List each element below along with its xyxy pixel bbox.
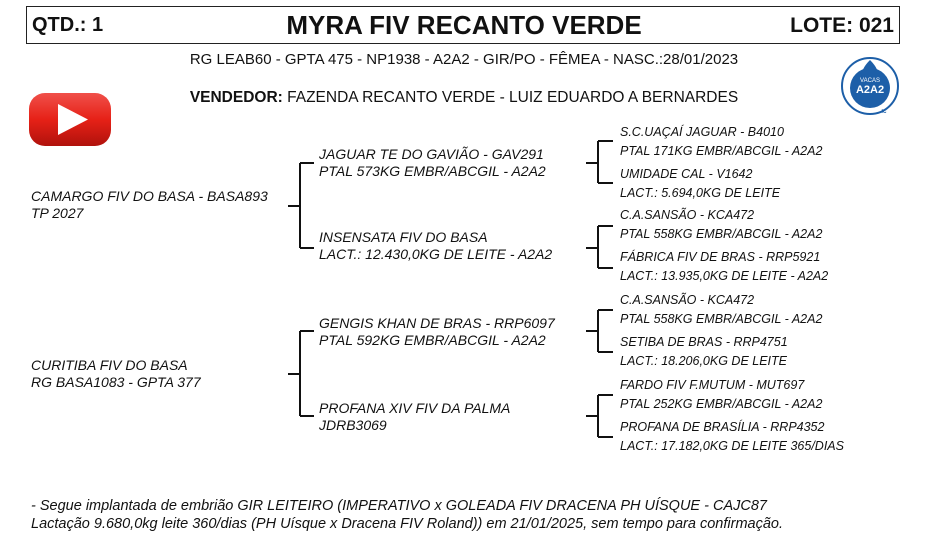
dd-dam-entry: PROFANA DE BRASÍLIA - RRP4352 LACT.: 17.…: [620, 418, 844, 456]
embryo-note: - Segue implantada de embrião GIR LEITEI…: [31, 497, 783, 533]
dam-sire-info: PTAL 592KG EMBR/ABCGIL - A2A2: [319, 332, 546, 348]
badge-top-text: VACAS: [860, 78, 880, 84]
sire-sire-name: JAGUAR TE DO GAVIÃO - GAV291: [319, 146, 544, 162]
dam-sire-name: GENGIS KHAN DE BRAS - RRP6097: [319, 315, 555, 331]
dam-entry: CURITIBA FIV DO BASA RG BASA1083 - GPTA …: [31, 357, 201, 391]
dam-name: CURITIBA FIV DO BASA: [31, 357, 188, 373]
ss-sire-entry: S.C.UAÇAÍ JAGUAR - B4010 PTAL 171KG EMBR…: [620, 123, 822, 161]
embryo-note-line-1: - Segue implantada de embrião GIR LEITEI…: [31, 498, 767, 514]
dam-dam-entry: PROFANA XIV FIV DA PALMA JDRB3069: [319, 400, 510, 434]
seller-label: VENDEDOR:: [189, 89, 283, 106]
header-frame: [26, 6, 900, 44]
dd-sire-entry: FARDO FIV F.MUTUM - MUT697 PTAL 252KG EM…: [620, 376, 822, 414]
dam-info: RG BASA1083 - GPTA 377: [31, 374, 201, 390]
ss-sire-name: S.C.UAÇAÍ JAGUAR - B4010: [620, 125, 784, 139]
sire-dam-entry: INSENSATA FIV DO BASA LACT.: 12.430,0KG …: [319, 229, 552, 263]
ss-dam-entry: UMIDADE CAL - V1642 LACT.: 5.694,0KG DE …: [620, 165, 780, 203]
sd-dam-name: FÁBRICA FIV DE BRAS - RRP5921: [620, 250, 821, 264]
ds-dam-name: SETIBA DE BRAS - RRP4751: [620, 335, 788, 349]
sd-sire-info: PTAL 558KG EMBR/ABCGIL - A2A2: [620, 227, 823, 241]
sire-dam-name: INSENSATA FIV DO BASA: [319, 229, 488, 245]
dam-dam-name: PROFANA XIV FIV DA PALMA: [319, 400, 511, 416]
sd-dam-entry: FÁBRICA FIV DE BRAS - RRP5921 LACT.: 13.…: [620, 248, 828, 286]
embryo-note-line-2: Lactação 9.680,0kg leite 360/dias (PH Uí…: [31, 516, 783, 532]
badge-main-text: A2A2: [856, 84, 884, 96]
dd-dam-info: LACT.: 17.182,0KG DE LEITE 365/DIAS: [620, 439, 844, 453]
vacas-a2a2-badge-icon: VACAS A2A2 IC: [840, 56, 900, 116]
animal-title: MYRA FIV RECANTO VERDE: [286, 10, 642, 40]
quantity-label: QTD.: 1: [32, 14, 104, 36]
dam-dam-info: JDRB3069: [319, 417, 387, 433]
ss-dam-info: LACT.: 5.694,0KG DE LEITE: [620, 186, 781, 200]
dam-sire-entry: GENGIS KHAN DE BRAS - RRP6097 PTAL 592KG…: [319, 315, 555, 349]
ss-sire-info: PTAL 171KG EMBR/ABCGIL - A2A2: [620, 144, 823, 158]
sd-sire-entry: C.A.SANSÃO - KCA472 PTAL 558KG EMBR/ABCG…: [620, 206, 822, 244]
sire-dam-info: LACT.: 12.430,0KG DE LEITE - A2A2: [319, 246, 553, 262]
sire-name: CAMARGO FIV DO BASA - BASA893: [31, 188, 268, 204]
ds-dam-entry: SETIBA DE BRAS - RRP4751 LACT.: 18.206,0…: [620, 333, 788, 371]
sd-dam-info: LACT.: 13.935,0KG DE LEITE - A2A2: [620, 269, 829, 283]
dd-dam-name: PROFANA DE BRASÍLIA - RRP4352: [620, 420, 825, 434]
seller-line: VENDEDOR: FAZENDA RECANTO VERDE - LUIZ E…: [0, 89, 928, 107]
sire-entry: CAMARGO FIV DO BASA - BASA893 TP 2027: [31, 188, 268, 222]
sire-sire-info: PTAL 573KG EMBR/ABCGIL - A2A2: [319, 163, 546, 179]
seller-value: FAZENDA RECANTO VERDE - LUIZ EDUARDO A B…: [282, 89, 739, 106]
ds-dam-info: LACT.: 18.206,0KG DE LEITE: [620, 354, 787, 368]
lot-number: LOTE: 021: [790, 14, 894, 37]
badge-foot-text: IC: [882, 109, 887, 115]
sire-sire-entry: JAGUAR TE DO GAVIÃO - GAV291 PTAL 573KG …: [319, 146, 546, 180]
registration-line: RG LEAB60 - GPTA 475 - NP1938 - A2A2 - G…: [189, 51, 739, 68]
youtube-play-icon[interactable]: [28, 92, 112, 147]
ds-sire-info: PTAL 558KG EMBR/ABCGIL - A2A2: [620, 312, 823, 326]
sire-info: TP 2027: [31, 205, 84, 221]
ds-sire-name: C.A.SANSÃO - KCA472: [620, 293, 755, 307]
ss-dam-name: UMIDADE CAL - V1642: [620, 167, 753, 181]
dd-sire-info: PTAL 252KG EMBR/ABCGIL - A2A2: [620, 397, 823, 411]
dd-sire-name: FARDO FIV F.MUTUM - MUT697: [620, 378, 805, 392]
sd-sire-name: C.A.SANSÃO - KCA472: [620, 208, 755, 222]
ds-sire-entry: C.A.SANSÃO - KCA472 PTAL 558KG EMBR/ABCG…: [620, 291, 822, 329]
